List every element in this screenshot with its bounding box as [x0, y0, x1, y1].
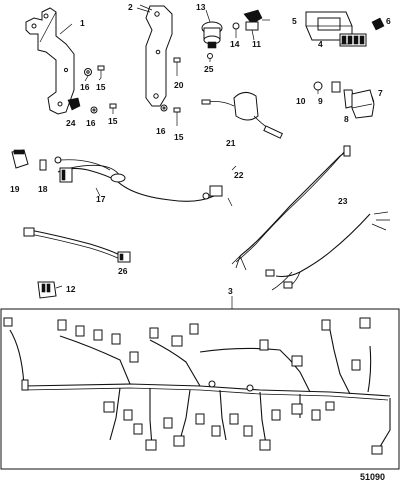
relay-part-7 — [351, 89, 375, 119]
callout-11: 11 — [252, 39, 261, 49]
callout-16c: 16 — [156, 126, 166, 136]
callout-7: 7 — [378, 88, 383, 98]
callout-12: 12 — [66, 284, 76, 294]
bolt-part-15c — [173, 107, 181, 126]
callout-6: 6 — [386, 16, 391, 26]
callout-10: 10 — [296, 96, 306, 106]
callout-20: 20 — [174, 80, 184, 90]
leader-lines — [55, 7, 375, 289]
callout-17: 17 — [96, 194, 106, 204]
bolt-part-20 — [173, 57, 181, 76]
plate-part-2 — [139, 4, 173, 107]
clip-part-6 — [371, 17, 385, 31]
connector-part-18 — [39, 159, 47, 171]
plug-part-19 — [11, 149, 29, 169]
callout-5: 5 — [292, 16, 297, 26]
callout-18: 18 — [38, 184, 48, 194]
connector-part-12 — [37, 281, 57, 299]
module-part-5 — [305, 11, 353, 41]
callout-3: 3 — [228, 286, 233, 296]
callout-labels: 1 2 3 4 5 6 7 8 9 10 11 12 13 14 15 15 1… — [10, 2, 391, 482]
bolt-part-15a — [97, 65, 105, 78]
callout-2: 2 — [128, 2, 133, 12]
callout-25: 25 — [204, 64, 214, 74]
sender-part-21 — [201, 92, 283, 139]
reference-number: 51090 — [360, 472, 385, 482]
callout-16a: 16 — [80, 82, 90, 92]
callout-1: 1 — [80, 18, 85, 28]
washer-part-16c — [160, 104, 168, 112]
callout-19: 19 — [10, 184, 20, 194]
callout-21: 21 — [226, 138, 236, 148]
callout-26: 26 — [118, 266, 128, 276]
connector-part-9 — [331, 81, 341, 93]
harness-part-23 — [265, 211, 390, 291]
callout-15b: 15 — [108, 116, 118, 126]
callout-23: 23 — [338, 196, 348, 206]
bolt-part-15b — [109, 103, 117, 114]
callout-22: 22 — [234, 170, 244, 180]
callout-9: 9 — [318, 96, 323, 106]
cap-part-10 — [313, 81, 323, 94]
washer-part-16a — [84, 68, 92, 76]
main-harness-part-3 — [0, 296, 400, 470]
switch-part-13 — [201, 9, 223, 49]
harness-part-17 — [54, 156, 223, 202]
harness-part-22 — [231, 145, 351, 271]
callout-15a: 15 — [96, 82, 106, 92]
fastener-part-14 — [232, 22, 240, 38]
terminal-part-24 — [67, 97, 81, 111]
bracket-part-1 — [25, 7, 75, 115]
screw-part-25 — [207, 53, 213, 62]
callout-13: 13 — [196, 2, 206, 12]
callout-14: 14 — [230, 39, 240, 49]
callout-8: 8 — [344, 114, 349, 124]
callout-4: 4 — [318, 39, 323, 49]
fastener-part-11 — [243, 9, 263, 41]
washer-part-16b — [90, 106, 98, 114]
harness-part-26 — [23, 227, 131, 263]
fuse-block-part-4 — [339, 33, 367, 47]
callout-16b: 16 — [86, 118, 96, 128]
callout-24: 24 — [66, 118, 76, 128]
callout-15c: 15 — [174, 132, 184, 142]
